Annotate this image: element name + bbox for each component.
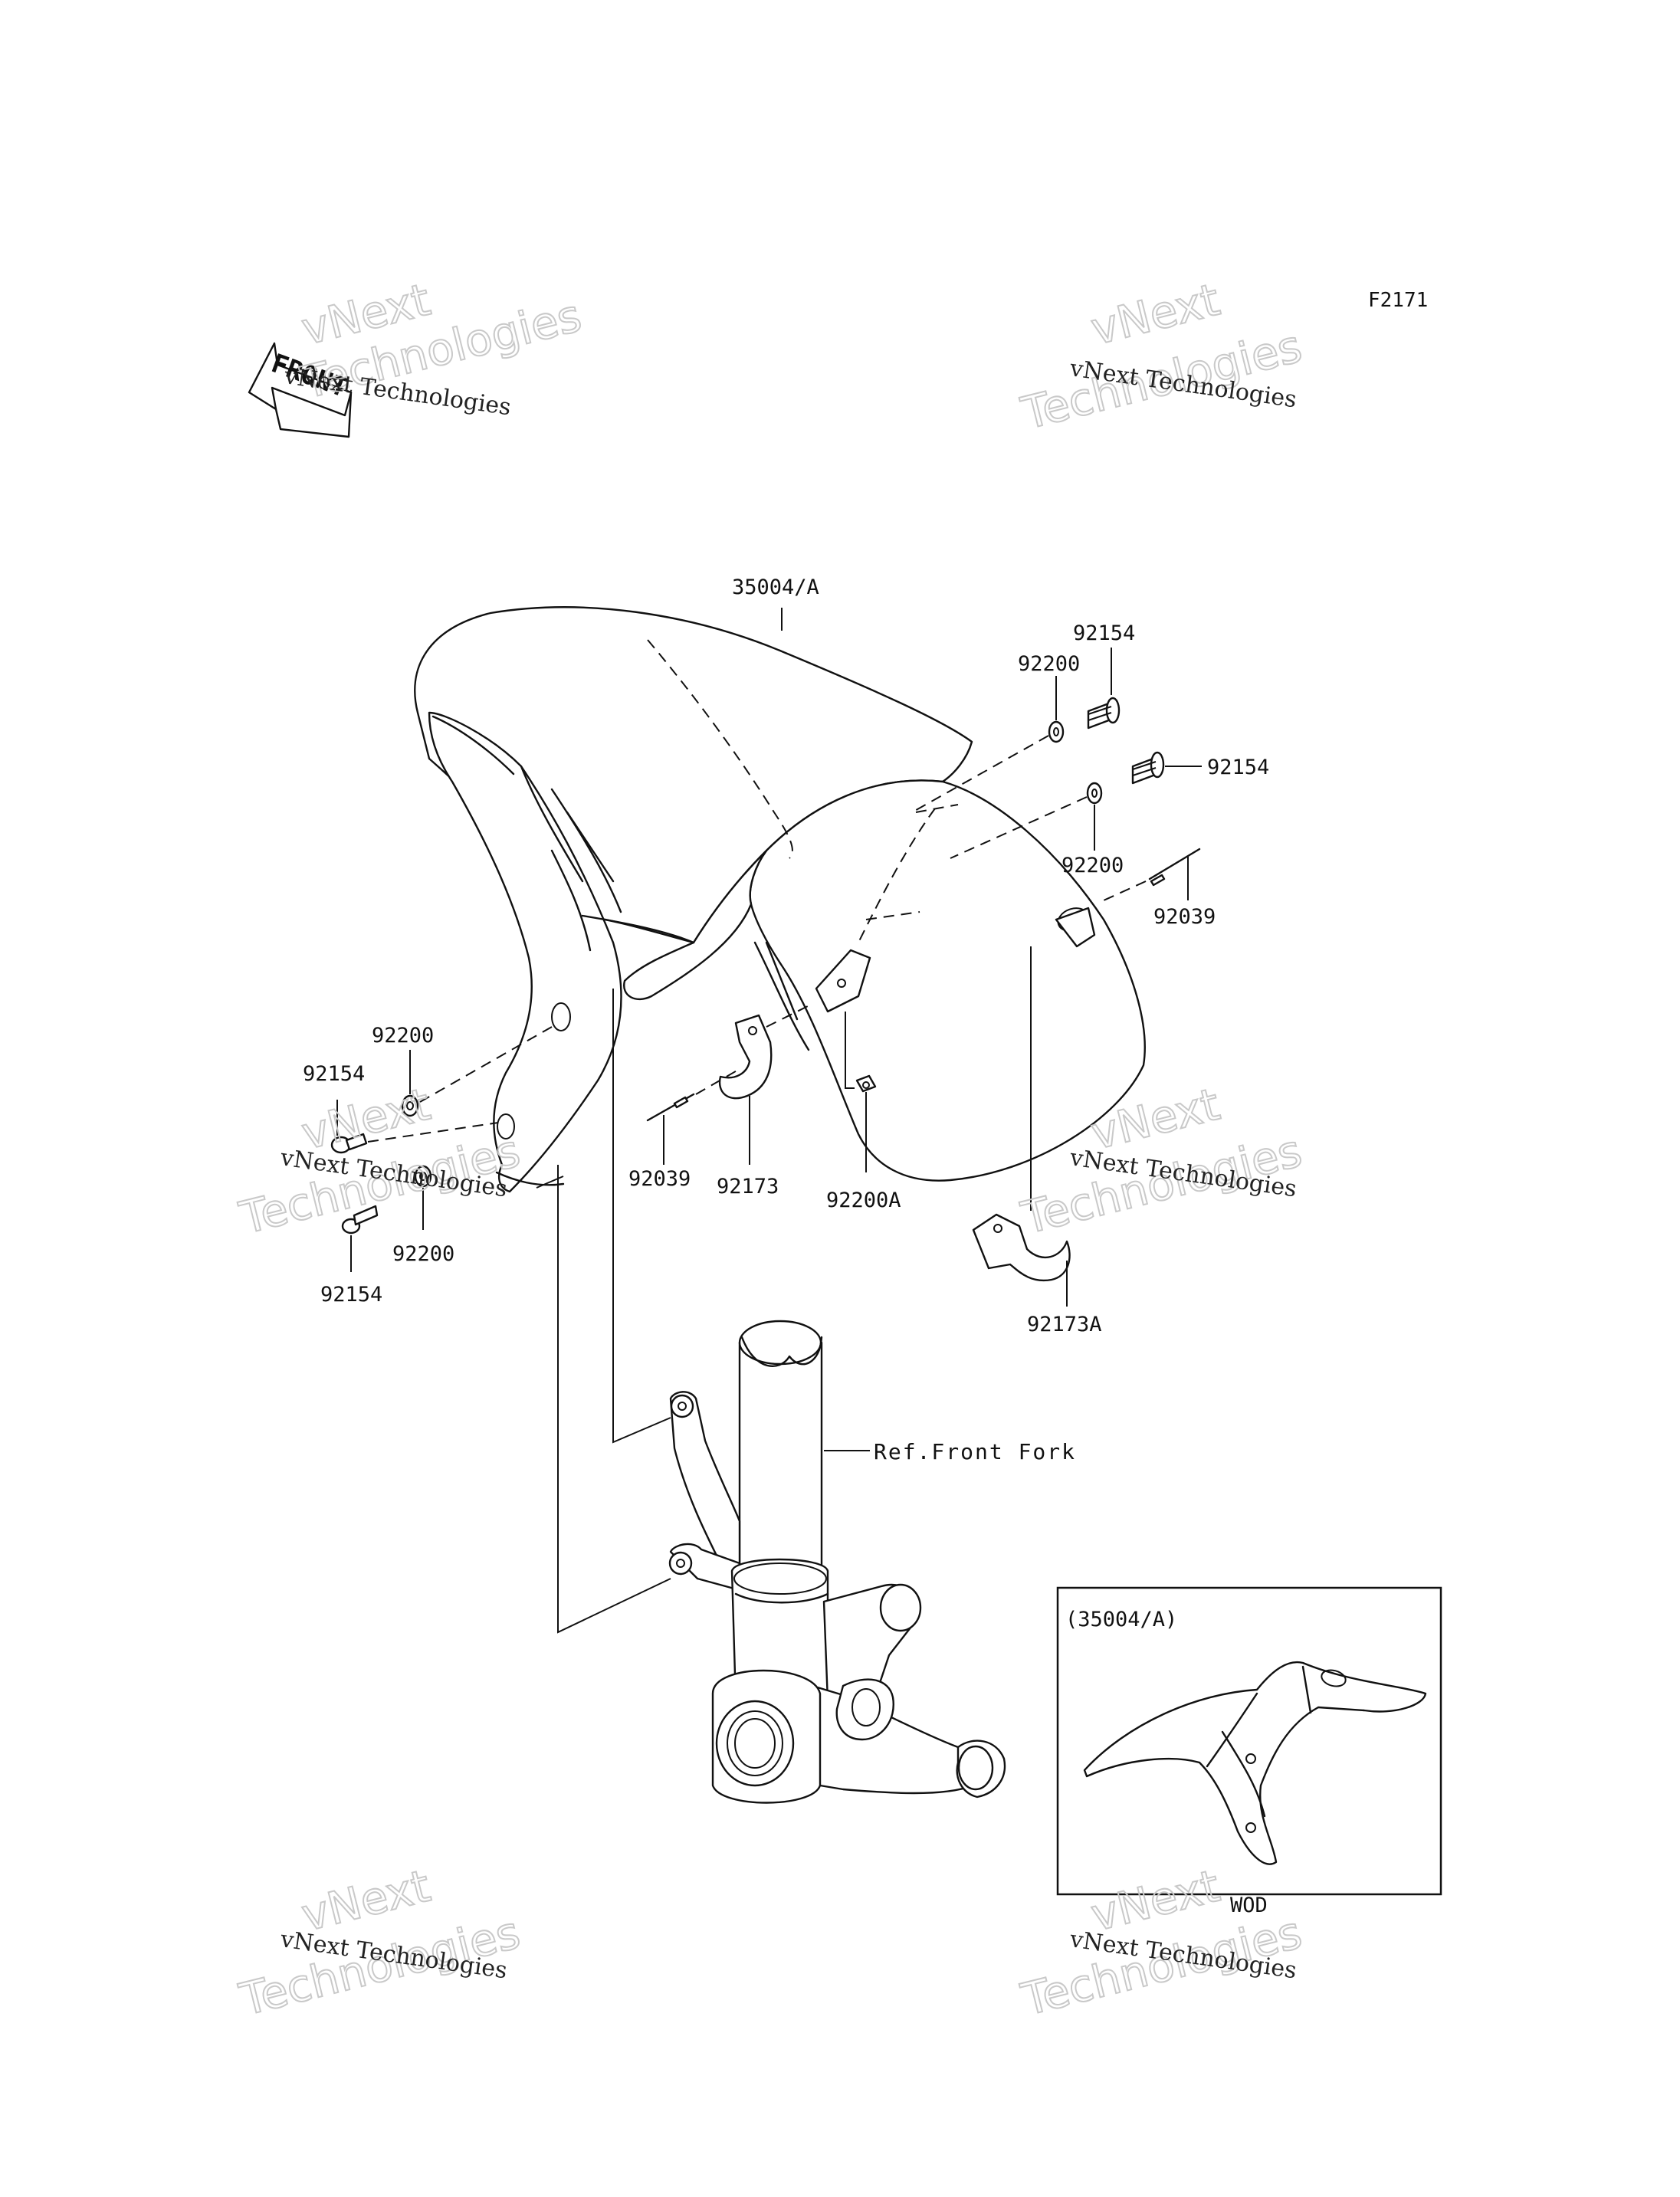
- label-washer-left-upper: 92200: [372, 1024, 434, 1048]
- bolt-left-upper: [330, 1133, 368, 1154]
- label-clip-left: 92039: [628, 1167, 691, 1191]
- label-washer-right: 92200: [1061, 854, 1124, 877]
- diagram-code: F2171: [1368, 289, 1428, 312]
- nut-center: [855, 1074, 877, 1093]
- label-clamp-right: 92173A: [1027, 1313, 1102, 1336]
- inset-note: WOD: [1230, 1894, 1268, 1917]
- washer-left-lower: [414, 1165, 432, 1188]
- label-bolt-top: 92154: [1073, 621, 1135, 645]
- front-fork: [668, 1320, 1006, 1804]
- label-bolt-right: 92154: [1207, 756, 1269, 779]
- washer-left-upper: [401, 1094, 419, 1117]
- washer-top: [1048, 720, 1065, 743]
- watermark-brand: vNext: [297, 1860, 435, 1942]
- label-fender: 35004/A: [732, 575, 819, 599]
- washer-right: [1086, 782, 1103, 805]
- front-fender: [414, 606, 1146, 1193]
- watermark-mid-left: vNext Technologies vNext Technologies: [234, 1077, 526, 1245]
- label-clamp-center: 92173: [717, 1175, 779, 1199]
- watermark-top-left: vNext Technologies vNext Technologies: [282, 273, 587, 421]
- clip-right: [1148, 848, 1201, 887]
- bolt-top: [1087, 697, 1121, 730]
- inset-title: (35004/A): [1065, 1608, 1177, 1631]
- inset-box: (35004/A) WOD: [1056, 1586, 1442, 1917]
- watermark-top-right: vNext Technologies vNext Technologies: [1016, 273, 1308, 441]
- clamp-center: [718, 1014, 773, 1100]
- label-bolt-left-lower: 92154: [320, 1283, 382, 1307]
- label-washer-left-lower: 92200: [392, 1242, 454, 1266]
- label-nut-center: 92200A: [826, 1189, 901, 1212]
- label-clip-right: 92039: [1153, 905, 1216, 929]
- label-bolt-left-upper: 92154: [303, 1062, 365, 1086]
- watermark-bottom-left: vNext Technologies vNext Technologies: [234, 1859, 526, 2027]
- label-front-fork: Ref.Front Fork: [874, 1439, 1076, 1464]
- watermark-brand: vNext: [297, 1078, 435, 1160]
- bolt-right: [1131, 751, 1165, 785]
- clamp-right: [972, 1213, 1071, 1282]
- label-washer-top: 92200: [1018, 652, 1080, 676]
- clip-left: [646, 1093, 695, 1122]
- bolt-left-lower: [341, 1205, 379, 1235]
